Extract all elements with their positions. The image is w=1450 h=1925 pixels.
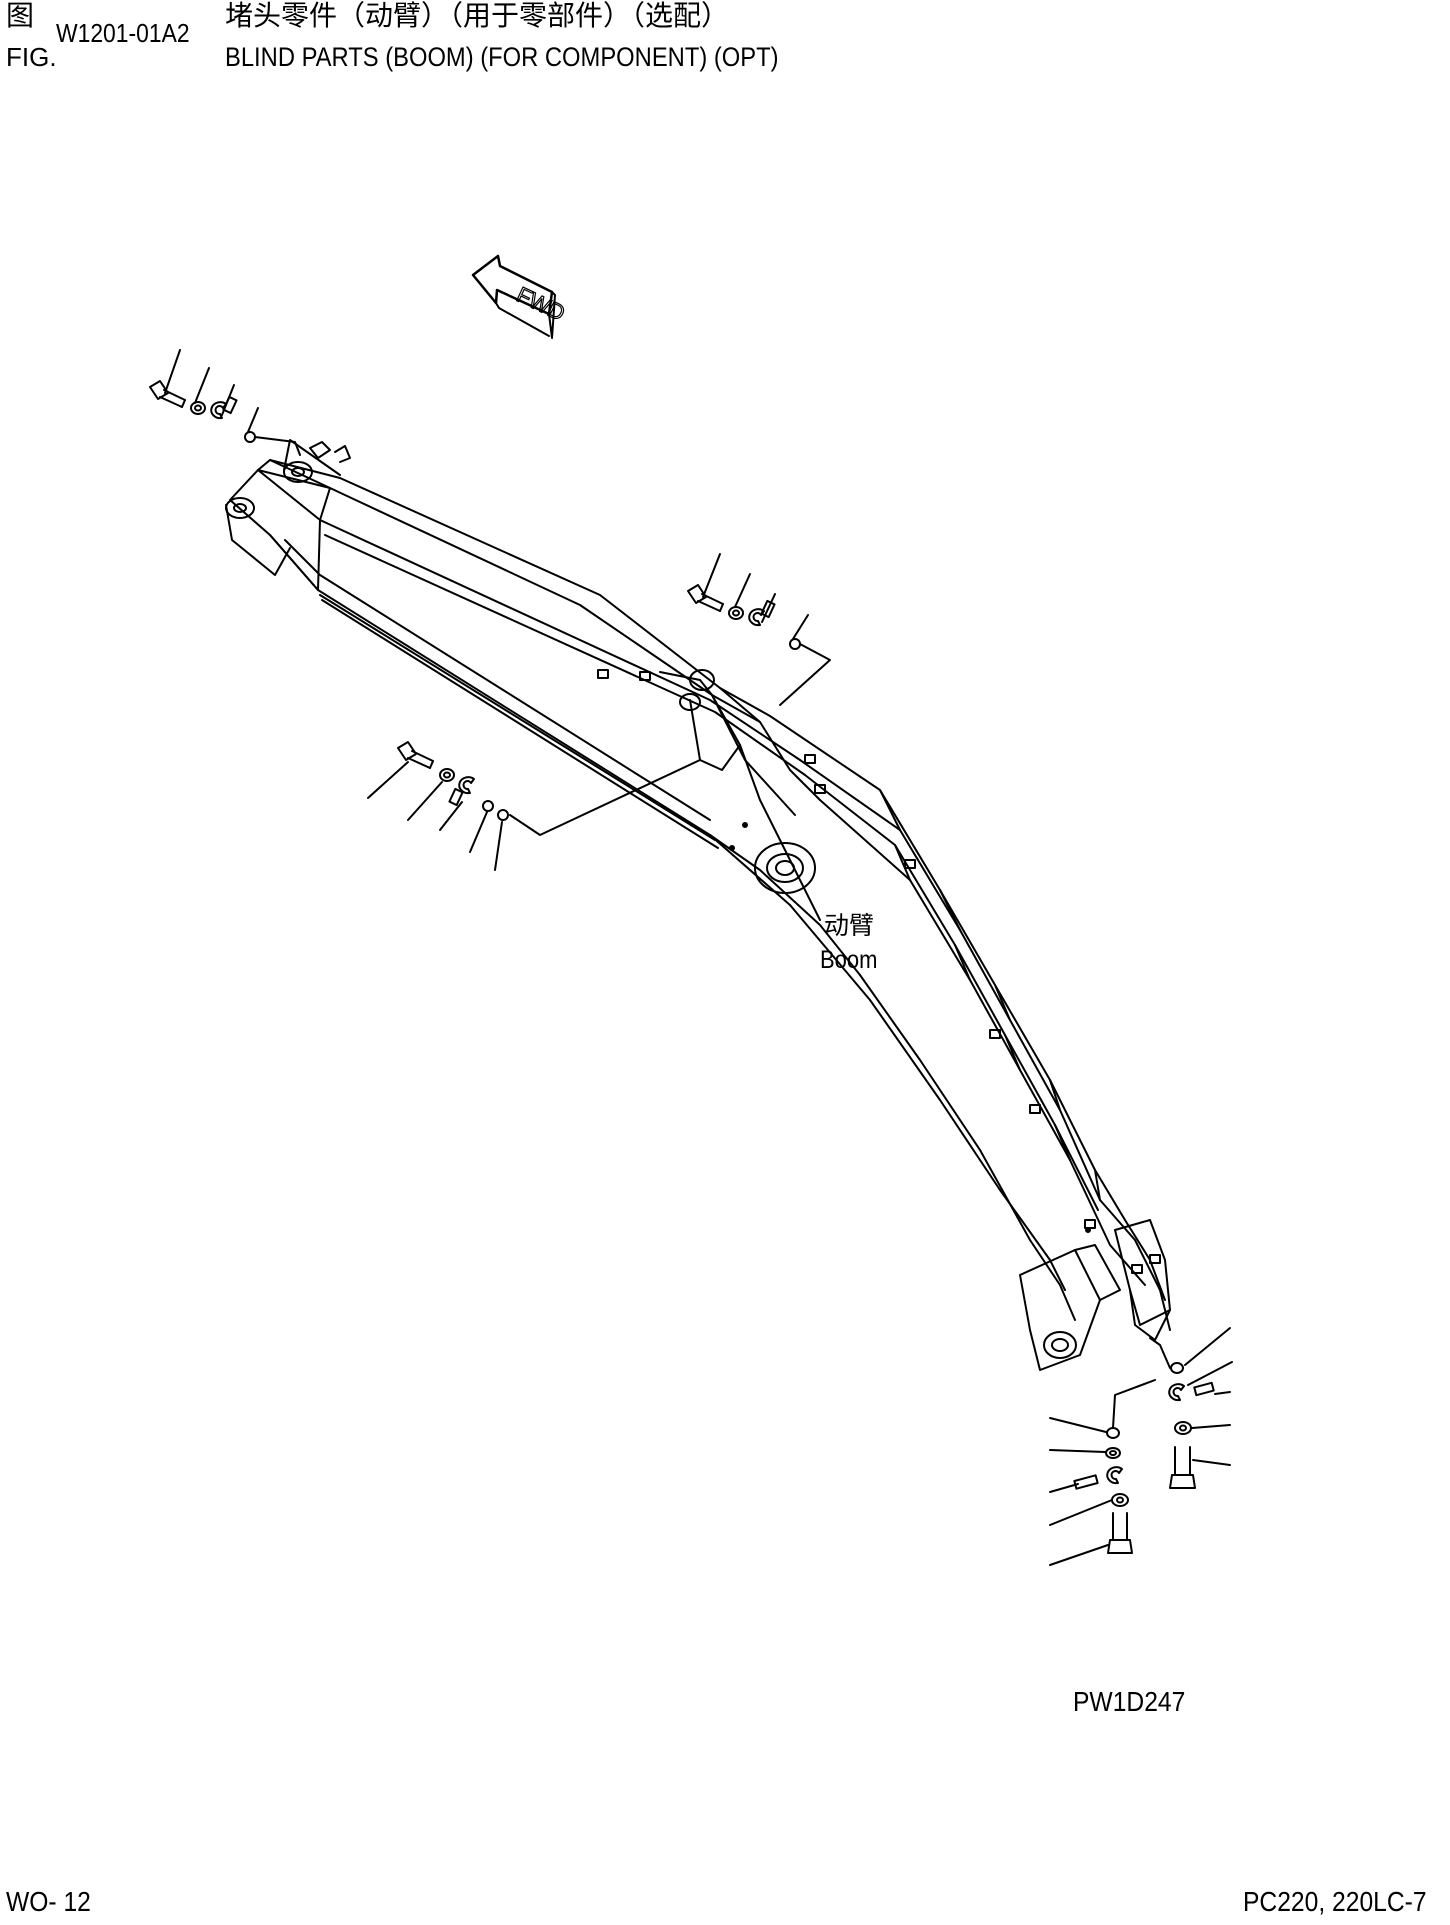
model-label: PC220, 220LC-7 xyxy=(1243,1886,1427,1917)
o-ring-icon xyxy=(789,638,801,650)
bolt-icon xyxy=(687,584,724,612)
washer-icon xyxy=(1174,1421,1192,1435)
fwd-label: FWD xyxy=(513,282,569,326)
parts-group-mid-left xyxy=(367,741,701,871)
fig-number: W1201-01A2 xyxy=(56,18,190,48)
bolt-icon xyxy=(397,741,434,769)
parts-group-top-mid xyxy=(687,553,831,706)
title-en: BLIND PARTS (BOOM) (FOR COMPONENT) (OPT) xyxy=(225,42,779,72)
parts-group-top-left xyxy=(149,349,301,456)
o-ring-icon xyxy=(244,431,256,443)
clip-icon xyxy=(1168,1381,1215,1402)
parts-group-bottom-mid xyxy=(1049,1379,1156,1566)
bolt-icon xyxy=(1169,1446,1196,1489)
parts-group-bottom-right xyxy=(1149,1327,1233,1489)
boom-label-zh: 动臂 xyxy=(824,912,875,940)
bolt-icon xyxy=(149,380,186,408)
illustration-ref: PW1D247 xyxy=(1073,1686,1186,1717)
o-ring-icon xyxy=(482,800,509,821)
bolt-icon xyxy=(1107,1512,1133,1554)
boom-label-en: Boom xyxy=(820,946,878,974)
o-ring-icon xyxy=(1106,1427,1120,1439)
boom-structure xyxy=(225,439,1171,1371)
washer-icon xyxy=(1105,1447,1121,1459)
clip-icon xyxy=(1073,1466,1123,1490)
washer-icon xyxy=(439,768,455,782)
clip-icon xyxy=(448,776,475,807)
fwd-arrow-icon xyxy=(471,254,556,339)
washer-icon xyxy=(1111,1493,1129,1507)
fig-label-zh: 图 xyxy=(6,0,35,31)
o-ring-icon xyxy=(1170,1362,1184,1374)
washer-icon xyxy=(190,401,206,415)
fig-label-en: FIG. xyxy=(6,42,57,72)
title-zh: 堵头零件（动臂）（用于零部件）（选配） xyxy=(225,0,730,31)
washer-icon xyxy=(728,606,744,620)
page-number: WO- 12 xyxy=(6,1886,91,1917)
